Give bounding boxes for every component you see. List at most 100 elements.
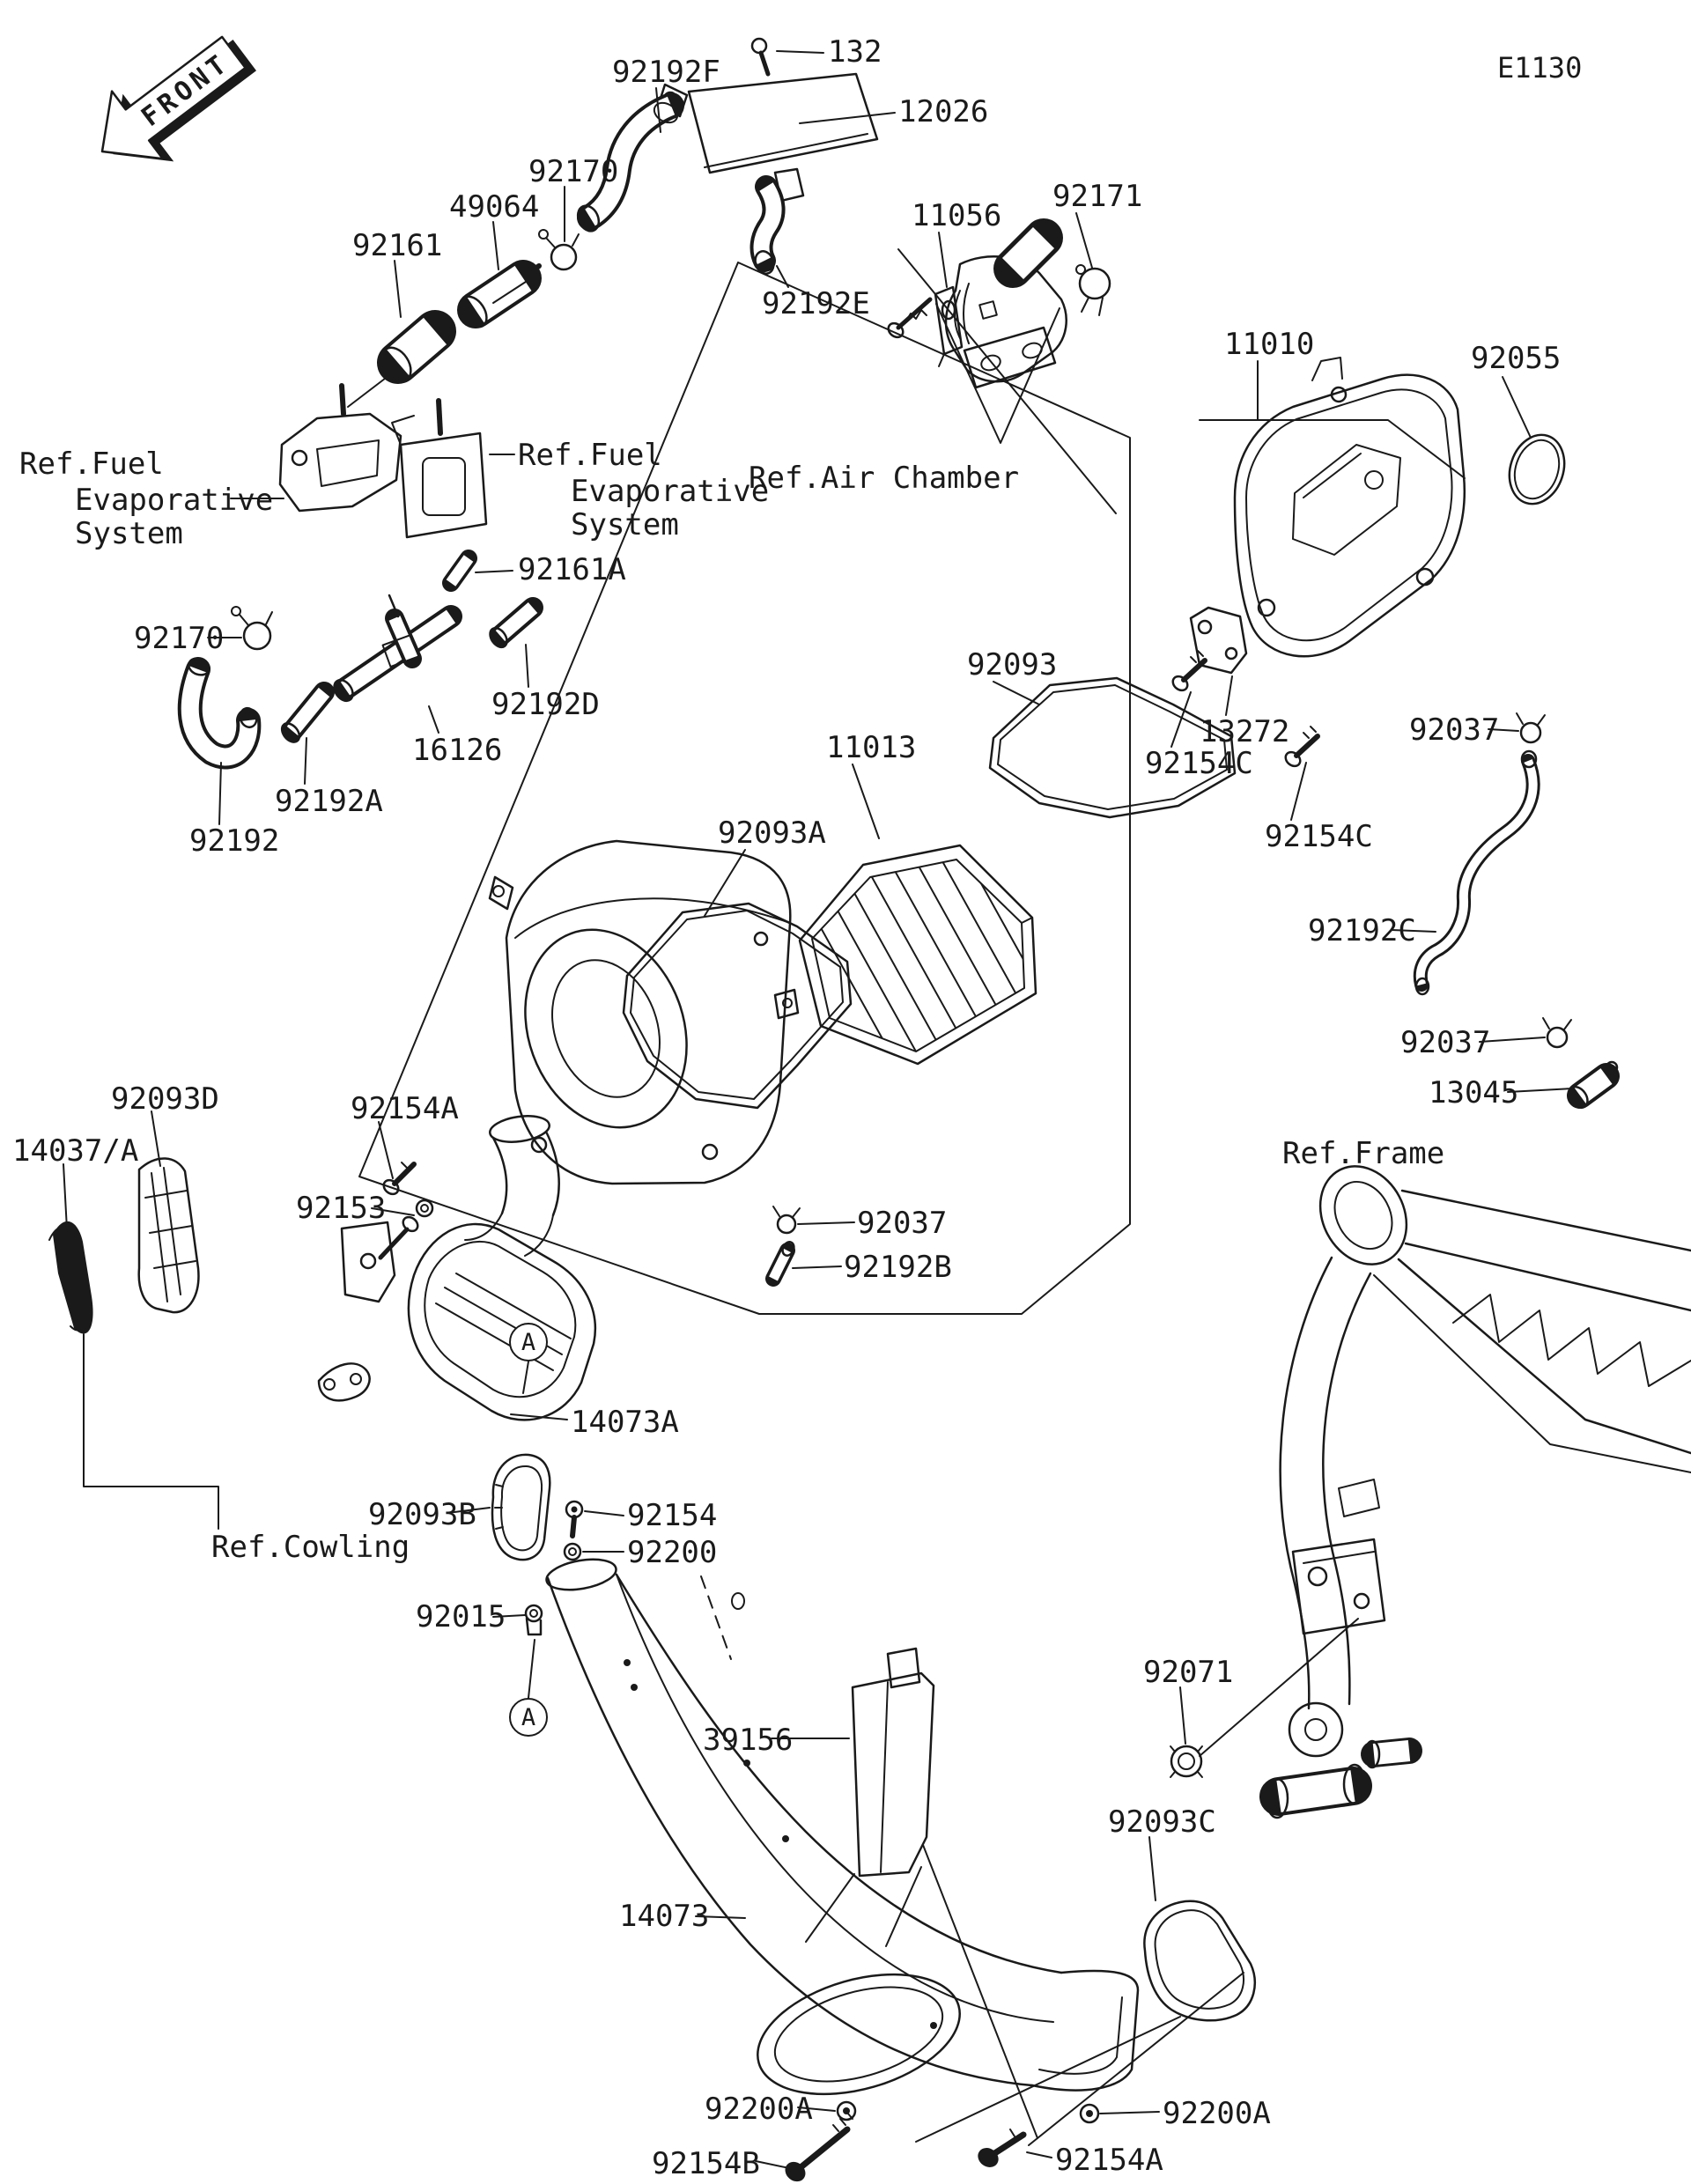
part-label-92154: 92154 bbox=[627, 1498, 718, 1533]
part-39156-pad bbox=[805, 1647, 935, 1947]
part-label-92153: 92153 bbox=[296, 1191, 387, 1226]
part-label-92071: 92071 bbox=[1143, 1655, 1234, 1690]
part-92192C-hose bbox=[1413, 749, 1540, 996]
part-label-92093C: 92093C bbox=[1108, 1804, 1216, 1840]
part-label-92171: 92171 bbox=[1052, 179, 1143, 214]
duct-axis-lines bbox=[915, 1844, 1244, 2146]
part-92015-grommet bbox=[524, 1604, 543, 1636]
part-92192F-hose bbox=[576, 92, 684, 232]
part-92154A-screw-upper bbox=[382, 1162, 417, 1196]
part-label-92161A: 92161A bbox=[518, 552, 626, 587]
part-label-92192F: 92192F bbox=[612, 55, 720, 90]
part-label-92200A-right: 92200A bbox=[1163, 2096, 1271, 2131]
part-label-92093B: 92093B bbox=[368, 1497, 476, 1532]
part-92093C-seal bbox=[1143, 1900, 1256, 2022]
part-label-92192C: 92192C bbox=[1308, 913, 1416, 948]
part-label-92154C-lower: 92154C bbox=[1265, 819, 1373, 854]
part-label-92170-top: 92170 bbox=[528, 154, 619, 189]
part-label-92055: 92055 bbox=[1471, 341, 1562, 376]
part-132-screw bbox=[750, 37, 771, 77]
part-label-ref-cowling: Ref.Cowling bbox=[211, 1530, 410, 1565]
part-label-92093: 92093 bbox=[967, 647, 1058, 682]
part-label-39156: 39156 bbox=[703, 1723, 794, 1758]
part-92170-clamp-top bbox=[538, 229, 580, 271]
part-49064-canister bbox=[457, 260, 542, 328]
ref-air-chamber-fitting bbox=[944, 218, 1067, 389]
part-label-92154A-upper: 92154A bbox=[351, 1091, 459, 1126]
part-label-ref-fuel-evap-left-3: System bbox=[75, 516, 183, 551]
view-marker-a-upper: A bbox=[509, 1323, 548, 1361]
part-label-14073: 14073 bbox=[619, 1899, 710, 1934]
part-11056-joint bbox=[934, 285, 964, 367]
part-92192D-tube bbox=[489, 597, 543, 649]
ref-frame-drawing bbox=[1259, 1165, 1691, 1819]
part-14073-duct bbox=[545, 1558, 1140, 2096]
part-label-92200: 92200 bbox=[627, 1535, 718, 1570]
cowling-bracket-pieces bbox=[317, 1221, 396, 1402]
part-label-14037-A: 14037/A bbox=[12, 1133, 139, 1169]
part-air-cleaner-cap bbox=[488, 839, 800, 1185]
part-92154-screw bbox=[565, 1500, 584, 1538]
part-label-92200A-left: 92200A bbox=[705, 2092, 813, 2127]
part-92154B-screw bbox=[785, 2112, 853, 2182]
part-92154C-screw-upper bbox=[1171, 650, 1207, 692]
part-label-ref-fuel-evap-mid-2: Evaporative bbox=[571, 474, 770, 509]
part-92154A-screw-lower bbox=[978, 2129, 1027, 2167]
part-label-92192A: 92192A bbox=[275, 784, 383, 819]
part-92171-clamp bbox=[1075, 264, 1111, 316]
part-14037-screen bbox=[48, 1221, 93, 1334]
part-92093-gasket bbox=[988, 676, 1237, 819]
part-11013-element bbox=[798, 844, 1037, 1066]
part-92153-screw bbox=[378, 1199, 434, 1260]
view-marker-a-lower: A bbox=[509, 1698, 548, 1737]
part-92093B-seal bbox=[491, 1453, 551, 1561]
part-label-92037-center: 92037 bbox=[857, 1206, 948, 1241]
part-92037-clamp-right-bottom bbox=[1542, 1017, 1572, 1049]
part-92161-cap bbox=[377, 310, 456, 384]
part-92161A-tube bbox=[442, 550, 477, 592]
part-label-11010: 11010 bbox=[1224, 327, 1315, 362]
part-13045-cap bbox=[1567, 1060, 1620, 1110]
part-label-ref-fuel-evap-mid-3: System bbox=[571, 507, 679, 542]
part-label-49064: 49064 bbox=[449, 189, 540, 225]
part-92055-oring bbox=[1508, 433, 1566, 505]
part-92200-washer bbox=[563, 1542, 582, 1561]
part-92093D-seal bbox=[137, 1157, 200, 1314]
part-label-92192: 92192 bbox=[189, 823, 280, 859]
part-label-92192B: 92192B bbox=[844, 1250, 952, 1285]
part-92037-clamp-right-top bbox=[1516, 712, 1546, 744]
leader-lines bbox=[63, 50, 1574, 2169]
page-code: E1130 bbox=[1497, 51, 1583, 85]
part-label-92192E: 92192E bbox=[762, 286, 870, 321]
part-label-11013: 11013 bbox=[826, 730, 917, 765]
part-92192B-tube bbox=[765, 1241, 795, 1287]
part-92071-grommet bbox=[1170, 1618, 1359, 1778]
part-92093A-gasket bbox=[622, 902, 853, 1110]
part-label-ref-air-chamber: Ref.Air Chamber bbox=[749, 461, 1020, 496]
part-label-ref-fuel-evap-left-2: Evaporative bbox=[75, 483, 274, 518]
part-label-12026: 12026 bbox=[898, 94, 989, 129]
part-92037-clamp-center bbox=[772, 1206, 801, 1235]
part-label-92093A: 92093A bbox=[718, 815, 826, 851]
part-92170-clamp-mid bbox=[231, 606, 273, 651]
part-92192A-tube bbox=[280, 682, 335, 743]
part-label-92015: 92015 bbox=[416, 1599, 506, 1634]
part-label-92161: 92161 bbox=[352, 228, 443, 263]
part-92192-hose bbox=[177, 657, 262, 770]
part-92192E-hose bbox=[750, 175, 786, 275]
part-14073A-duct bbox=[407, 1115, 597, 1421]
part-label-92154C-upper: 92154C bbox=[1145, 746, 1253, 781]
part-92154C-screw-lower bbox=[1284, 726, 1320, 768]
part-label-16126: 16126 bbox=[412, 733, 503, 768]
part-label-92170-mid: 92170 bbox=[134, 621, 225, 656]
part-label-132: 132 bbox=[828, 34, 882, 70]
air-chamber-screw bbox=[887, 297, 933, 339]
part-label-11056: 11056 bbox=[912, 198, 1002, 233]
part-label-92093D: 92093D bbox=[111, 1081, 219, 1117]
part-label-92154A-lower: 92154A bbox=[1055, 2143, 1163, 2178]
part-label-92037-right-top: 92037 bbox=[1409, 712, 1500, 748]
part-92200A-washer-left bbox=[836, 2100, 857, 2121]
ref-fuel-evap-bracket-left bbox=[278, 369, 402, 513]
